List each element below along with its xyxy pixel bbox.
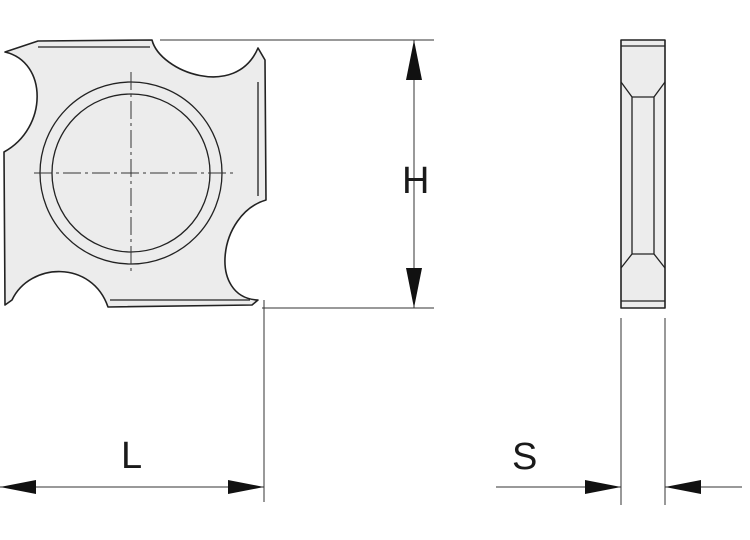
dimension-s xyxy=(496,318,742,505)
dimension-h xyxy=(160,39,434,309)
h-arrow-top xyxy=(406,40,422,80)
side-chamfer-left xyxy=(620,81,633,269)
dimension-label-l: L xyxy=(121,435,143,477)
side-outline xyxy=(620,39,666,309)
s-arrow-right xyxy=(665,480,701,494)
h-arrow-bottom xyxy=(406,268,422,308)
l-arrow-left xyxy=(0,480,36,494)
dimension-label-h: H xyxy=(402,160,430,202)
insert-side-view xyxy=(620,39,666,309)
insert-front-view xyxy=(3,39,267,308)
s-arrow-left xyxy=(585,480,621,494)
side-chamfer-right xyxy=(653,81,666,269)
l-arrow-right xyxy=(228,480,264,494)
dimension-l xyxy=(0,300,265,502)
dimension-label-s: S xyxy=(512,436,538,478)
